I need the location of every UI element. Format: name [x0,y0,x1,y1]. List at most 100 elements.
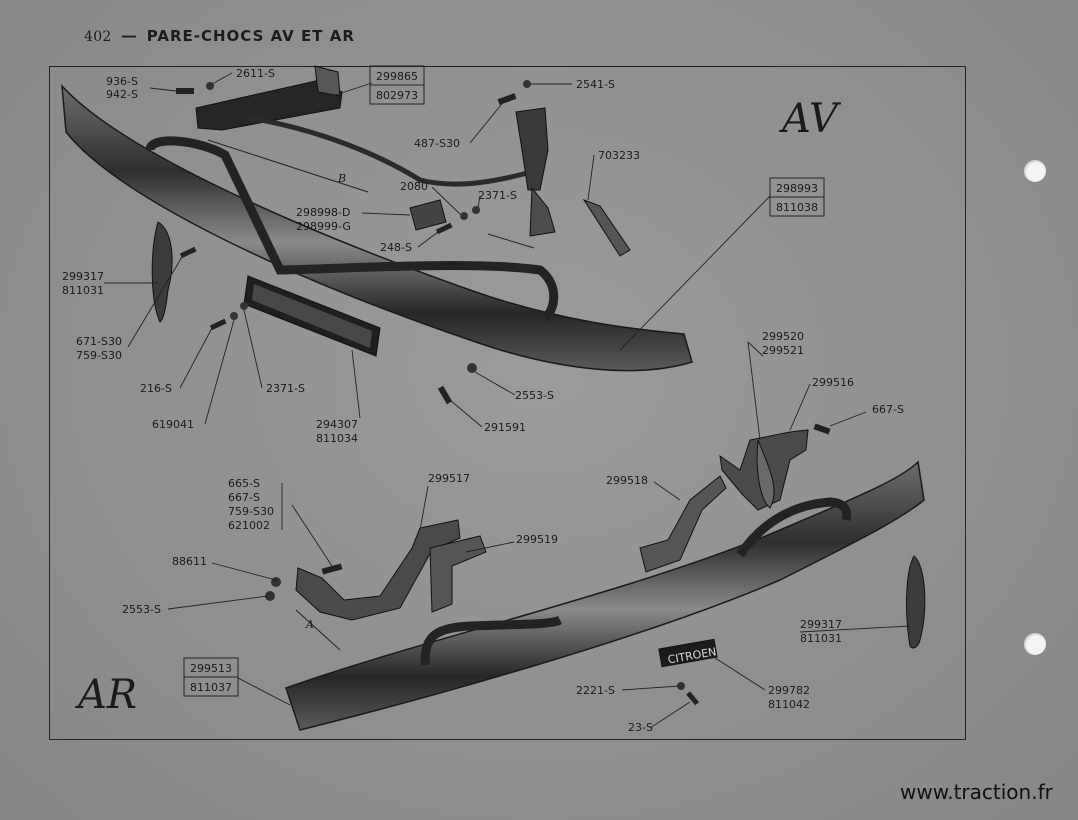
binder-hole-bottom [1024,633,1046,655]
label-299519: 299519 [516,533,558,546]
label-671: 671-S30 [76,335,122,348]
label-248: 248-S [380,241,412,254]
label-759a: 759-S30 [76,349,122,362]
rear-rubber-pad [756,439,775,509]
dimension-a-label: A [305,618,314,631]
section-av-label: AV [778,96,842,142]
front-plate-inner [252,284,372,348]
binder-hole-top [1024,160,1046,182]
label-299518: 299518 [606,474,648,487]
front-bracket-mount [314,65,341,97]
dimension-a-line [295,609,341,651]
nut-2080-shape [460,212,468,220]
label-2553a: 2553-S [515,389,554,402]
label-811038: 811038 [776,201,818,214]
front-tie-rod [249,115,541,187]
label-298993: 298993 [776,182,818,195]
label-299516: 299516 [812,376,854,389]
front-bumper-blade [61,83,693,372]
label-2371a: 2371-S [478,189,517,202]
bolt-299317-shape [179,246,197,259]
label-759b: 759-S30 [228,505,274,518]
dimension-b-line-right [487,233,535,249]
washer-2221-shape [677,682,685,690]
washer-216-shape [230,312,238,320]
label-802973: 802973 [376,89,418,102]
label-2541: 2541-S [576,78,615,91]
label-88611: 88611 [172,555,207,568]
bolt-665-shape [321,563,343,575]
rear-bracket-299517 [295,519,461,621]
dimension-b-label: B [337,172,346,185]
label-298998: 298998-D [296,206,350,219]
label-811037: 811037 [190,681,232,694]
page-header: 402 — PARE-CHOCS AV ET AR [84,26,355,45]
label-487: 487-S30 [414,137,460,150]
bolt-671-shape [209,318,227,331]
label-2371b: 2371-S [266,382,305,395]
label-299865: 299865 [376,70,418,83]
label-216: 216-S [140,382,172,395]
washer-2541-shape [523,80,531,88]
bolt-291591-shape [437,385,453,405]
citroen-badge [658,638,718,668]
label-667b: 667-S [228,491,260,504]
header-dash: — [121,26,138,45]
label-298999: 298999-G [296,220,351,233]
label-299782: 299782 [768,684,810,697]
rear-bumper-loop [420,497,852,666]
dimension-b-line [207,139,369,193]
part-labels: 936-S 942-S 2611-S 299865 802973 2541-S … [62,67,904,734]
bolt-487-shape [497,93,517,105]
front-bumper-loop [145,136,559,322]
rear-bracket-299518 [639,475,727,573]
bolt-667a-shape [813,423,831,435]
clamp-298998-shape [409,199,447,231]
nut-2553a-shape [467,363,477,373]
label-299520: 299520 [762,330,804,343]
label-2221: 2221-S [576,684,615,697]
label-942: 942-S [106,88,138,101]
rear-leader-lines [167,341,911,729]
rear-bracket-299519 [429,535,487,613]
boxed-labels [183,65,825,697]
label-811034: 811034 [316,432,358,445]
front-right-bracket-foot [529,186,556,237]
label-294307: 294307 [316,418,358,431]
section-ar-label: AR [74,672,137,718]
label-667a: 667-S [872,403,904,416]
washer-2371a-shape [472,206,480,214]
bolt-936-shape [176,88,194,94]
label-811031b: 811031 [800,632,842,645]
label-2553b: 2553-S [122,603,161,616]
label-2611: 2611-S [236,67,275,80]
page-title: PARE-CHOCS AV ET AR [146,27,355,45]
front-leader-lines [104,72,771,428]
label-621002: 621002 [228,519,270,532]
label-23: 23-S [628,721,653,734]
rear-bumper-blade [285,460,925,731]
front-right-bracket [515,107,549,191]
label-619041: 619041 [152,418,194,431]
bolt-248-shape [435,222,453,235]
washer-2371b-shape [240,302,248,310]
label-811042: 811042 [768,698,810,711]
label-299521: 299521 [762,344,804,357]
label-703233: 703233 [598,149,640,162]
label-2080: 2080 [400,180,428,193]
part-703233-shape [582,199,631,257]
label-299513: 299513 [190,662,232,675]
label-665: 665-S [228,477,260,490]
page-number: 402 [84,29,112,45]
screw-23-shape [686,691,700,706]
washer-88611-shape [271,577,281,587]
label-936: 936-S [106,75,138,88]
label-299317b: 299317 [800,618,842,631]
label-299517: 299517 [428,472,470,485]
front-overrider [151,221,173,323]
nut-2553b-shape [265,591,275,601]
rear-overrider [906,555,926,649]
diagram-frame [49,66,966,740]
